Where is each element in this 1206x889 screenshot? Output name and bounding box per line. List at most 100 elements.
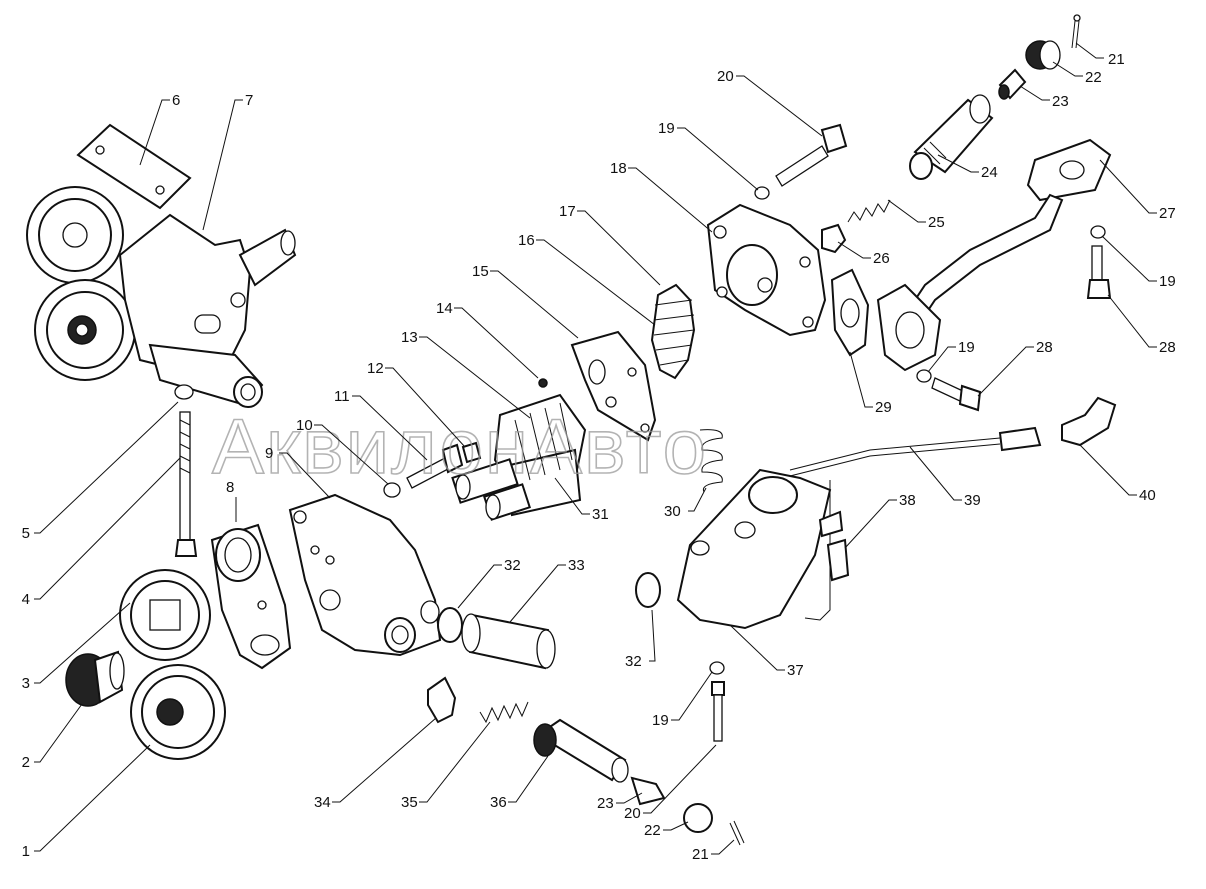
leader-line <box>927 346 956 373</box>
callout-c39: 39 <box>909 446 981 509</box>
callout-c6: 6 <box>139 92 180 166</box>
callout-number: 10 <box>296 417 313 434</box>
callout-c9: 9 <box>265 445 331 499</box>
callout-number: 24 <box>981 164 998 181</box>
part-21-cotter-pin <box>1071 14 1081 49</box>
leader-line <box>677 127 759 191</box>
leader-line <box>1019 85 1050 101</box>
leader-line <box>1075 42 1104 59</box>
callout-number: 9 <box>265 445 273 462</box>
leader-line <box>352 395 428 461</box>
leader-line <box>332 717 437 803</box>
part-20-bolt-lower <box>711 681 725 742</box>
part-24-valve-body <box>909 94 994 180</box>
leader-line <box>139 99 170 166</box>
leader-line <box>1052 61 1083 77</box>
leader-line <box>849 351 873 408</box>
leader-line <box>34 602 131 684</box>
leader-line <box>736 75 823 137</box>
part-3-gear <box>119 569 211 661</box>
callout-number: 28 <box>1159 339 1176 356</box>
leader-line <box>1107 294 1157 348</box>
leader-line <box>688 487 707 512</box>
callout-c32a: 32 <box>457 557 521 609</box>
leader-line <box>649 609 656 662</box>
callout-number: 20 <box>717 68 734 85</box>
watermark-text: АквилонАвто <box>212 402 708 490</box>
callout-number: 28 <box>1036 339 1053 356</box>
part-28-bolt-right <box>1086 245 1112 299</box>
part-23-plug-lower <box>630 776 666 806</box>
callout-c26: 26 <box>837 241 890 267</box>
callout-c28b: 28 <box>977 339 1053 397</box>
leader-line <box>419 721 491 803</box>
leader-line <box>554 477 590 515</box>
callout-c19c: 19 <box>927 339 975 373</box>
callout-c20b: 20 <box>624 744 717 822</box>
part-4-long-bolt <box>174 411 198 557</box>
callout-number: 25 <box>928 214 945 231</box>
callout-c1: 1 <box>22 744 151 860</box>
callout-number: 29 <box>875 399 892 416</box>
part-12-key <box>461 441 482 464</box>
callout-number: 39 <box>964 492 981 509</box>
callout-number: 18 <box>610 160 627 177</box>
callout-number: 32 <box>504 557 521 574</box>
leader-line <box>34 703 83 763</box>
callout-number: 2 <box>22 754 30 771</box>
leader-line <box>314 424 389 485</box>
callout-c29: 29 <box>849 351 892 416</box>
callout-number: 19 <box>958 339 975 356</box>
part-38-fitting <box>818 510 850 582</box>
leader-line <box>457 564 502 609</box>
callout-c27: 27 <box>1099 159 1176 222</box>
parts-artwork <box>26 14 1117 846</box>
callout-c4: 4 <box>22 457 181 608</box>
callout-c19b: 19 <box>1101 235 1176 290</box>
callout-c17: 17 <box>559 203 661 286</box>
callout-number: 16 <box>518 232 535 249</box>
callout-number: 22 <box>644 822 661 839</box>
leader-line <box>509 564 566 623</box>
part-36-valve-body <box>533 718 629 783</box>
callout-c31: 31 <box>554 477 609 523</box>
leader-line <box>729 624 785 671</box>
callout-c34: 34 <box>314 717 437 811</box>
leader-line <box>202 99 243 231</box>
part-19-washer-right <box>1090 225 1106 239</box>
leader-line <box>643 744 717 814</box>
part-18-cover-housing <box>706 203 827 337</box>
callout-c23b: 23 <box>597 792 643 812</box>
callout-c2: 2 <box>22 703 83 771</box>
callout-c28a: 28 <box>1107 294 1176 356</box>
part-29-gasket <box>830 268 870 357</box>
leader-line <box>279 452 331 499</box>
callout-number: 4 <box>22 591 30 608</box>
callout-number: 17 <box>559 203 576 220</box>
leader-line <box>508 755 549 803</box>
part-26-tab-washer <box>821 223 847 254</box>
callout-number: 23 <box>1052 93 1069 110</box>
part-30-spring <box>699 429 723 493</box>
callout-number: 34 <box>314 794 331 811</box>
part-40-elbow <box>1061 396 1117 447</box>
callout-number: 6 <box>172 92 180 109</box>
callout-c19a: 19 <box>658 120 759 191</box>
part-19-washer-lower <box>709 661 725 675</box>
part-9-pump-body <box>288 493 442 657</box>
part-19-washer-mid <box>916 369 932 383</box>
callout-c3: 3 <box>22 602 131 692</box>
part-39-pipe <box>789 426 1042 477</box>
callout-number: 33 <box>568 557 585 574</box>
part-2-bush <box>65 650 125 707</box>
callout-number: 35 <box>401 794 418 811</box>
callout-number: 26 <box>873 250 890 267</box>
callout-number: 21 <box>1108 51 1125 68</box>
callout-c40: 40 <box>1079 444 1156 504</box>
callout-c23a: 23 <box>1019 85 1069 110</box>
callout-number: 20 <box>624 805 641 822</box>
callout-number: 30 <box>664 503 681 520</box>
callout-number: 8 <box>226 479 234 496</box>
callout-c15: 15 <box>472 263 579 339</box>
